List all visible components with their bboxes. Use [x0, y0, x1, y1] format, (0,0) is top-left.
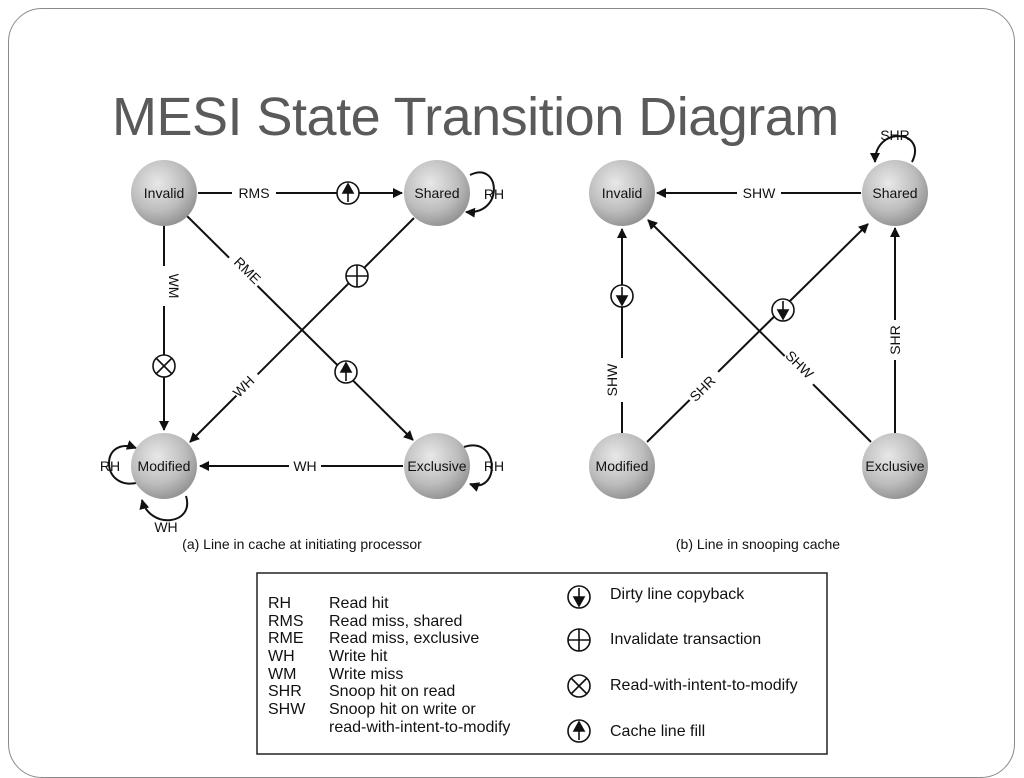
- loop-a-modified-rh: [108, 440, 137, 485]
- state-label: Exclusive: [407, 458, 466, 474]
- legend-desc: Snoop hit on write or: [329, 701, 476, 718]
- edge-a-invalid-exclusive: [186, 215, 414, 441]
- cache-line-fill-icon: [567, 719, 591, 743]
- diagram-b-nodes: Invalid Shared Modified Exclusive: [589, 160, 928, 499]
- legend-desc: Snoop hit on read: [329, 683, 455, 700]
- label-a-exclusive-rh: RH: [484, 458, 504, 474]
- node-b-exclusive: [862, 433, 928, 499]
- state-label: Shared: [872, 185, 917, 201]
- legend: RH Read hit RMS Read miss, shared RME Re…: [256, 572, 828, 755]
- legend-desc: Write hit: [329, 648, 388, 665]
- legend-key: SHW: [268, 701, 306, 718]
- state-label: Invalid: [144, 185, 184, 201]
- label-a-wh-bottom: WH: [293, 458, 316, 474]
- node-b-shared: [862, 160, 928, 226]
- label-b-shr-loop: SHR: [880, 127, 910, 143]
- legend-key: WH: [268, 648, 295, 665]
- state-label: Modified: [596, 458, 649, 474]
- legend-key: RME: [268, 630, 304, 647]
- legend-desc: Read hit: [329, 595, 389, 612]
- invalidate-transaction-icon: [345, 264, 369, 288]
- node-a-exclusive: [404, 433, 470, 499]
- label-a-wm: WM: [166, 274, 182, 299]
- legend-desc: Read miss, exclusive: [329, 630, 479, 647]
- label-a-modified-rh: RH: [100, 458, 120, 474]
- dirty-line-copyback-icon: [567, 585, 591, 609]
- dirty-line-copyback-icon: [610, 284, 634, 308]
- label-b-shw-left: SHW: [604, 363, 620, 396]
- state-label: Invalid: [602, 185, 642, 201]
- loop-a-shared: [465, 171, 495, 218]
- cache-line-fill-icon: [334, 360, 358, 384]
- edge-a-shared-modified: [189, 217, 415, 443]
- label-a-rms: RMS: [238, 185, 269, 201]
- state-label: Modified: [138, 458, 191, 474]
- legend-key: SHR: [268, 683, 302, 700]
- diagram-b-labels: SHW SHR SHW SHR SHW SHR: [604, 127, 910, 408]
- legend-symbol-label: Dirty line copyback: [610, 586, 745, 603]
- legend-key: RH: [268, 595, 291, 612]
- legend-key: WM: [268, 666, 296, 683]
- edge-b-modified-shared: [646, 223, 869, 443]
- loop-b-shared: [870, 135, 916, 163]
- legend-symbol-label: Invalidate transaction: [610, 631, 761, 648]
- dirty-line-copyback-icon: [771, 298, 795, 322]
- diagram-b-symbols: [610, 284, 795, 322]
- read-with-intent-to-modify-icon: [567, 674, 591, 698]
- state-label: Shared: [414, 185, 459, 201]
- legend-symbol-label: Cache line fill: [610, 723, 705, 740]
- label-b-shr-right: SHR: [887, 325, 903, 355]
- edge-b-exclusive-invalid: [647, 219, 872, 443]
- read-with-intent-to-modify-icon: [152, 354, 176, 378]
- diagram-a-nodes: Invalid Shared Modified Exclusive: [131, 160, 470, 499]
- diagram-a-symbols: [152, 181, 369, 384]
- state-label: Exclusive: [865, 458, 924, 474]
- page-title: MESI State Transition Diagram: [112, 87, 839, 147]
- node-a-shared: [404, 160, 470, 226]
- node-b-invalid: [589, 160, 655, 226]
- legend-desc-cont: read-with-intent-to-modify: [329, 719, 510, 736]
- diagram-a: [108, 171, 495, 522]
- node-a-modified: [131, 433, 197, 499]
- legend-symbol-label: Read-with-intent-to-modify: [610, 677, 798, 694]
- legend-desc: Read miss, shared: [329, 613, 462, 630]
- label-a-modified-wh: WH: [154, 519, 177, 535]
- legend-key: RMS: [268, 613, 304, 630]
- label-b-shw-top: SHW: [743, 185, 776, 201]
- invalidate-transaction-icon: [567, 628, 591, 652]
- label-a-shared-rh: RH: [484, 186, 504, 202]
- caption-b: (b) Line in snooping cache: [676, 536, 840, 552]
- legend-desc: Write miss: [329, 666, 403, 683]
- loop-a-modified-wh: [139, 495, 189, 522]
- loop-a-exclusive: [463, 444, 493, 492]
- node-a-invalid: [131, 160, 197, 226]
- node-b-modified: [589, 433, 655, 499]
- cache-line-fill-icon: [336, 181, 360, 205]
- caption-a: (a) Line in cache at initiating processo…: [182, 536, 422, 552]
